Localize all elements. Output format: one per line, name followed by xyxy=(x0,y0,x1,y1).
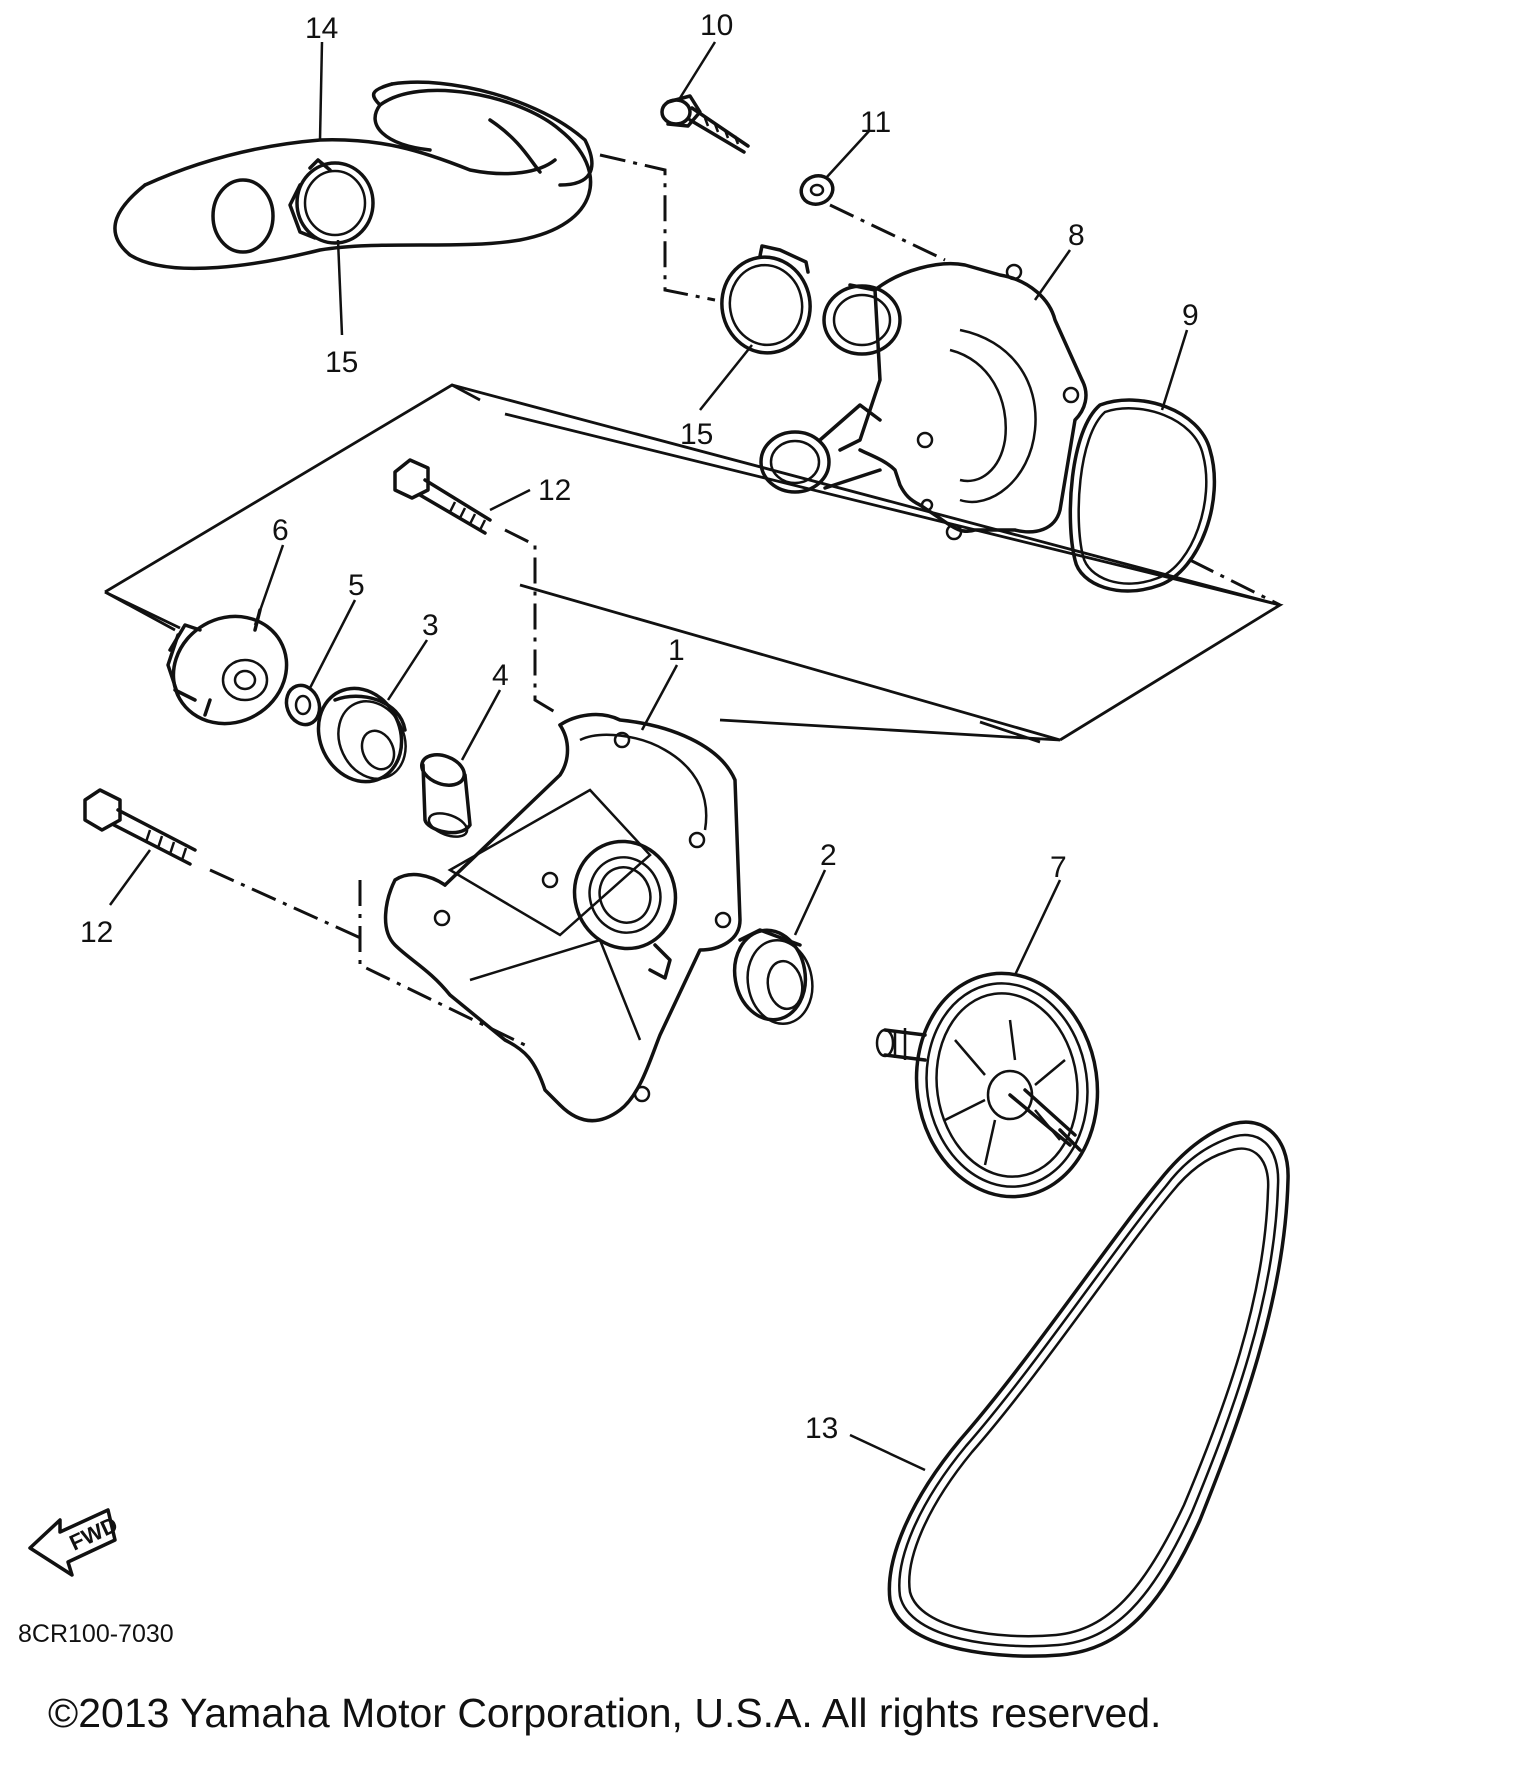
leader-7 xyxy=(1013,879,1062,976)
bolt-part-10 xyxy=(660,94,750,154)
callout-5: 5 xyxy=(348,569,365,602)
callout-1: 1 xyxy=(668,634,685,667)
callout-14: 14 xyxy=(305,12,338,45)
pump-housing-part-1 xyxy=(383,712,742,1123)
assembly-outline-bottom xyxy=(719,718,1061,742)
callout-7: 7 xyxy=(1050,851,1067,884)
impeller-part-6 xyxy=(166,608,289,726)
assembly-outline-top xyxy=(451,383,1281,607)
leader-3 xyxy=(386,639,429,701)
assembly-line-15-hose xyxy=(599,153,716,302)
leader-6 xyxy=(253,544,285,626)
leader-9 xyxy=(1160,329,1189,411)
assembly-line-10-11-8 xyxy=(829,203,946,262)
pulley-part-7 xyxy=(875,971,1100,1199)
assembly-line-9-gasket xyxy=(1189,558,1281,607)
leader-2 xyxy=(793,869,827,936)
leader-8 xyxy=(1033,249,1072,301)
callout-2: 2 xyxy=(820,839,837,872)
leader-11 xyxy=(825,129,871,179)
assembly-line-12-lower xyxy=(209,868,526,1047)
seal-part-3 xyxy=(316,686,407,784)
callout-9: 9 xyxy=(1182,299,1199,332)
leader-12b xyxy=(108,849,152,906)
callout-8: 8 xyxy=(1068,219,1085,252)
callout-12-upper: 12 xyxy=(538,474,571,507)
hose-part-14 xyxy=(113,80,594,271)
pump-cover-part-8 xyxy=(759,262,1088,541)
leader-14 xyxy=(318,41,324,141)
bearing-part-2 xyxy=(732,928,814,1025)
leader-10 xyxy=(678,41,717,99)
leader-1 xyxy=(640,664,679,731)
callout-12-lower: 12 xyxy=(80,916,113,949)
callout-10: 10 xyxy=(700,9,733,42)
callout-3: 3 xyxy=(422,609,439,642)
hose-clamp-part-15-upper xyxy=(288,158,375,245)
callout-15-lower: 15 xyxy=(680,418,713,451)
leader-12a xyxy=(489,488,531,512)
leader-15a xyxy=(336,239,344,336)
washer-part-11 xyxy=(799,174,835,206)
washer-part-5 xyxy=(284,683,322,727)
leader-13 xyxy=(849,1433,926,1472)
leader-15b xyxy=(699,344,753,411)
collar-part-4 xyxy=(420,753,472,838)
assembly-outline-left xyxy=(104,590,176,632)
leader-5 xyxy=(308,599,357,689)
hose-clamp-part-15-lower xyxy=(720,244,812,355)
assembly-line-12-upper xyxy=(504,528,556,714)
callout-6: 6 xyxy=(272,514,289,547)
copyright-notice: ©2013 Yamaha Motor Corporation, U.S.A. A… xyxy=(48,1690,1162,1736)
callout-4: 4 xyxy=(492,659,509,692)
callout-11: 11 xyxy=(860,106,891,139)
leader-4 xyxy=(460,689,502,761)
callout-13: 13 xyxy=(805,1412,838,1445)
gasket-part-9 xyxy=(1068,398,1217,593)
bolt-part-12-lower xyxy=(83,788,197,866)
fwd-arrow-icon: FWD xyxy=(28,1508,122,1577)
bolt-part-12-upper xyxy=(393,458,492,535)
diagram-code: 8CR100-7030 xyxy=(18,1620,174,1648)
v-belt-part-13 xyxy=(887,1120,1290,1658)
callout-15-upper: 15 xyxy=(325,346,358,379)
